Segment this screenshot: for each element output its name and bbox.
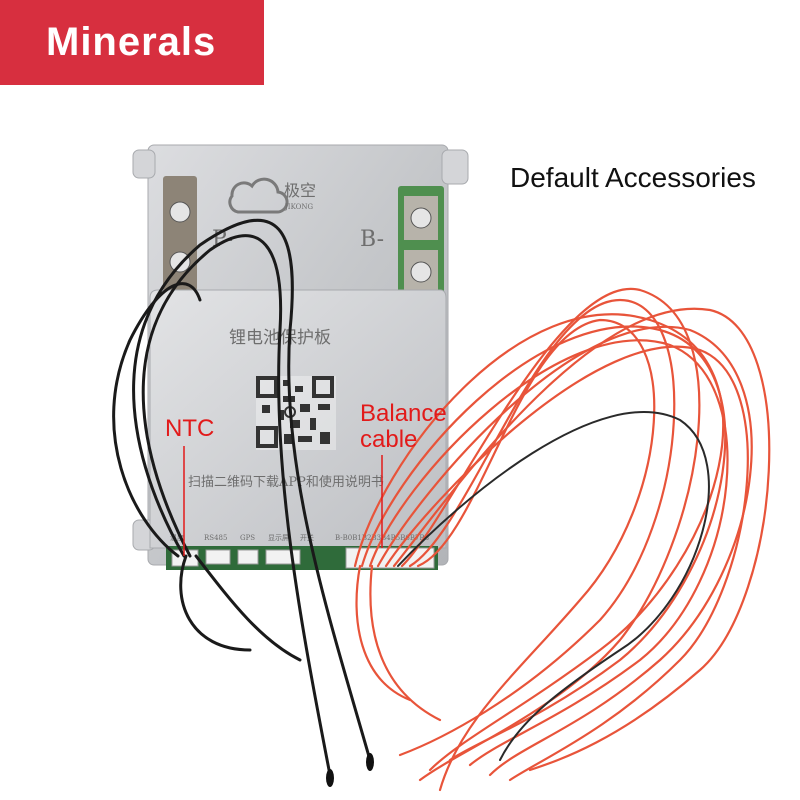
brand-logo: Minerals xyxy=(0,0,264,85)
board-instruction-cn: 扫描二维码下载APP和使用说明书 xyxy=(188,474,384,490)
bms-shield-cover xyxy=(149,289,447,549)
ntc-callout-label: NTC xyxy=(165,415,215,442)
board-brand-en: JIKONG xyxy=(284,203,313,211)
port-label-rs485: RS485 xyxy=(204,534,227,542)
p-terminal-bar xyxy=(163,176,197,291)
balance-callout-line2: cable xyxy=(360,426,418,453)
balance-neutral-wire xyxy=(397,411,710,761)
ntc-wires xyxy=(112,218,372,777)
port-label-switch: 开关 xyxy=(300,533,314,542)
qr-code xyxy=(256,376,336,450)
b-terminal-bar xyxy=(398,186,444,306)
balance-cable-callout: Balance cable xyxy=(360,401,447,453)
brand-logo-text: Minerals xyxy=(46,20,217,64)
balance-callout-line1: Balance xyxy=(360,400,447,427)
port-label-display: 显示屏 xyxy=(268,534,289,542)
board-brand-cn: 极空 xyxy=(284,181,316,200)
default-accessories-heading: Default Accessories xyxy=(510,162,756,193)
port-label-gps: GPS xyxy=(240,534,255,542)
ntc-sensor-tips xyxy=(326,753,374,787)
cloud-logo-icon xyxy=(228,177,289,214)
terminal-b-label: B- xyxy=(360,227,384,252)
port-label-temp: 温度 xyxy=(170,533,184,542)
balance-wires xyxy=(353,287,771,792)
